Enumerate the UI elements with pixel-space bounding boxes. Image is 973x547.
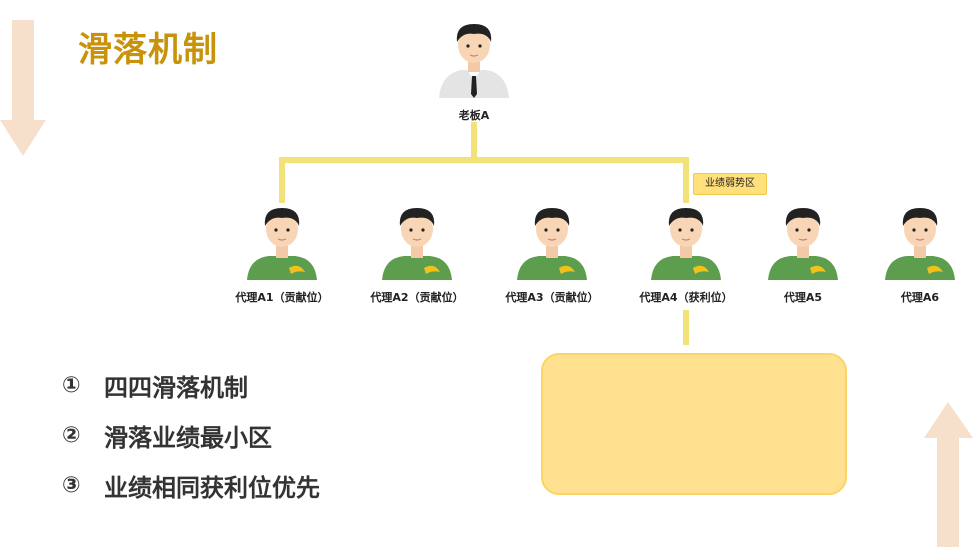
agent-label: 代理A3（贡献位）	[505, 291, 599, 304]
agent-avatar-icon	[768, 208, 838, 280]
agent-label: 代理A4（获利位）	[639, 291, 733, 304]
weak-zone-tag: 业绩弱势区	[693, 173, 767, 195]
agent-label: 代理A5	[783, 291, 823, 304]
agent-label: 代理A6	[900, 291, 940, 304]
rule-item: ③ 业绩相同获利位优先	[62, 460, 320, 510]
boss-avatar-icon	[439, 24, 509, 98]
rule-list: ① 四四滑落机制 ② 滑落业绩最小区 ③ 业绩相同获利位优先	[62, 360, 320, 510]
rule-item: ① 四四滑落机制	[62, 360, 320, 410]
rule-item: ② 滑落业绩最小区	[62, 410, 320, 460]
rule-number: ②	[62, 422, 81, 448]
agent-label: 代理A1（贡献位）	[235, 291, 329, 304]
boss-label: 老板A	[458, 109, 490, 122]
up-arrow-decoration-icon	[924, 402, 973, 547]
rule-number: ①	[62, 372, 81, 398]
agent-avatar-icon	[517, 208, 587, 280]
agent-avatar-icon	[382, 208, 452, 280]
rule-text: 业绩相同获利位优先	[104, 473, 320, 502]
empty-info-box	[541, 353, 847, 495]
agent-avatar-icon	[247, 208, 317, 280]
page-title: 滑落机制	[78, 30, 218, 70]
agent-label: 代理A2（贡献位）	[370, 291, 464, 304]
rule-text: 四四滑落机制	[104, 373, 248, 402]
rule-text: 滑落业绩最小区	[104, 423, 272, 452]
agent-avatar-icon	[651, 208, 721, 280]
agent-avatar-icon	[885, 208, 955, 280]
down-arrow-decoration-icon	[0, 20, 46, 156]
rule-number: ③	[62, 472, 81, 498]
